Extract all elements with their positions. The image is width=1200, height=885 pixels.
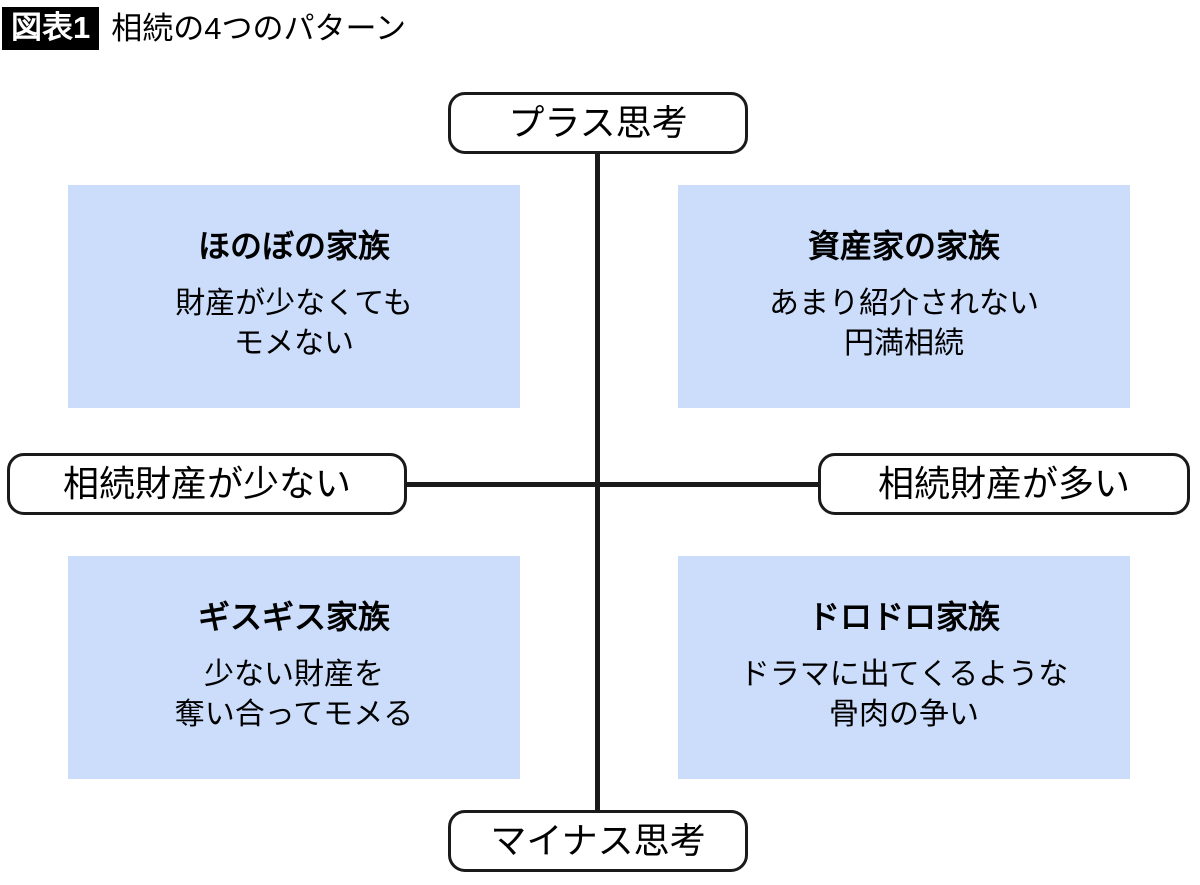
quadrant-bottom-left-title: ギスギス家族 [197,598,390,635]
quadrant-bottom-right-title: ドロドロ家族 [807,598,1000,635]
axis-label-top-text: プラス思考 [508,102,688,143]
axis-label-left-text: 相続財産が少ない [62,463,351,504]
quadrant-top-left-line1: 財産が少なくても [175,286,413,320]
horizontal-axis-line [400,482,825,487]
axis-label-right-text: 相続財産が多い [877,463,1130,504]
quadrant-bottom-right-line1: ドラマに出てくるような [739,657,1069,691]
page-title: 相続の4つのパターン [111,10,406,46]
quadrant-top-right: 資産家の家族 あまり紹介されない 円満相続 [678,185,1130,408]
quadrant-bottom-left-line2: 奪い合ってモメる [174,697,414,731]
quadrant-bottom-right-line2: 骨肉の争い [829,697,979,731]
figure-number-badge: 図表1 [2,6,100,50]
quadrant-bottom-right-body: ドラマに出てくるような 骨肉の争い [740,655,1069,734]
quadrant-bottom-left: ギスギス家族 少ない財産を 奪い合ってモメる [68,556,520,779]
figure-title-bar: 図表1 相続の4つのパターン [2,6,406,50]
axis-label-left: 相続財産が少ない [7,453,407,515]
quadrant-top-right-line1: あまり紹介されない [769,286,1039,320]
quadrant-top-right-title: 資産家の家族 [807,227,1000,264]
axis-label-bottom: マイナス思考 [448,810,748,872]
quadrant-top-left-title: ほのぼの家族 [197,227,390,264]
quadrant-bottom-left-body: 少ない財産を 奪い合ってモメる [175,655,414,734]
axis-label-bottom-text: マイナス思考 [490,820,706,861]
quadrant-top-left-body: 財産が少なくても モメない [175,284,413,363]
quadrant-top-right-body: あまり紹介されない 円満相続 [769,284,1039,363]
quadrant-top-right-line2: 円満相続 [844,326,964,360]
quadrant-bottom-left-line1: 少ない財産を [204,657,384,691]
quadrant-bottom-right: ドロドロ家族 ドラマに出てくるような 骨肉の争い [678,556,1130,779]
vertical-axis-line [595,135,600,813]
axis-label-right: 相続財産が多い [818,453,1190,515]
quadrant-top-left: ほのぼの家族 財産が少なくても モメない [68,185,520,408]
axis-label-top: プラス思考 [448,92,748,154]
quadrant-top-left-line2: モメない [233,326,354,360]
